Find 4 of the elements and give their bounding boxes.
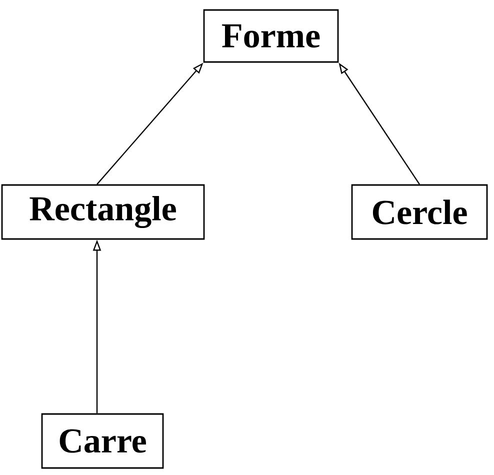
class-box: Rectangle bbox=[1, 184, 205, 240]
class-box: Carre bbox=[41, 413, 164, 469]
class-box: Forme bbox=[203, 9, 339, 63]
class-box: Cercle bbox=[351, 184, 488, 240]
